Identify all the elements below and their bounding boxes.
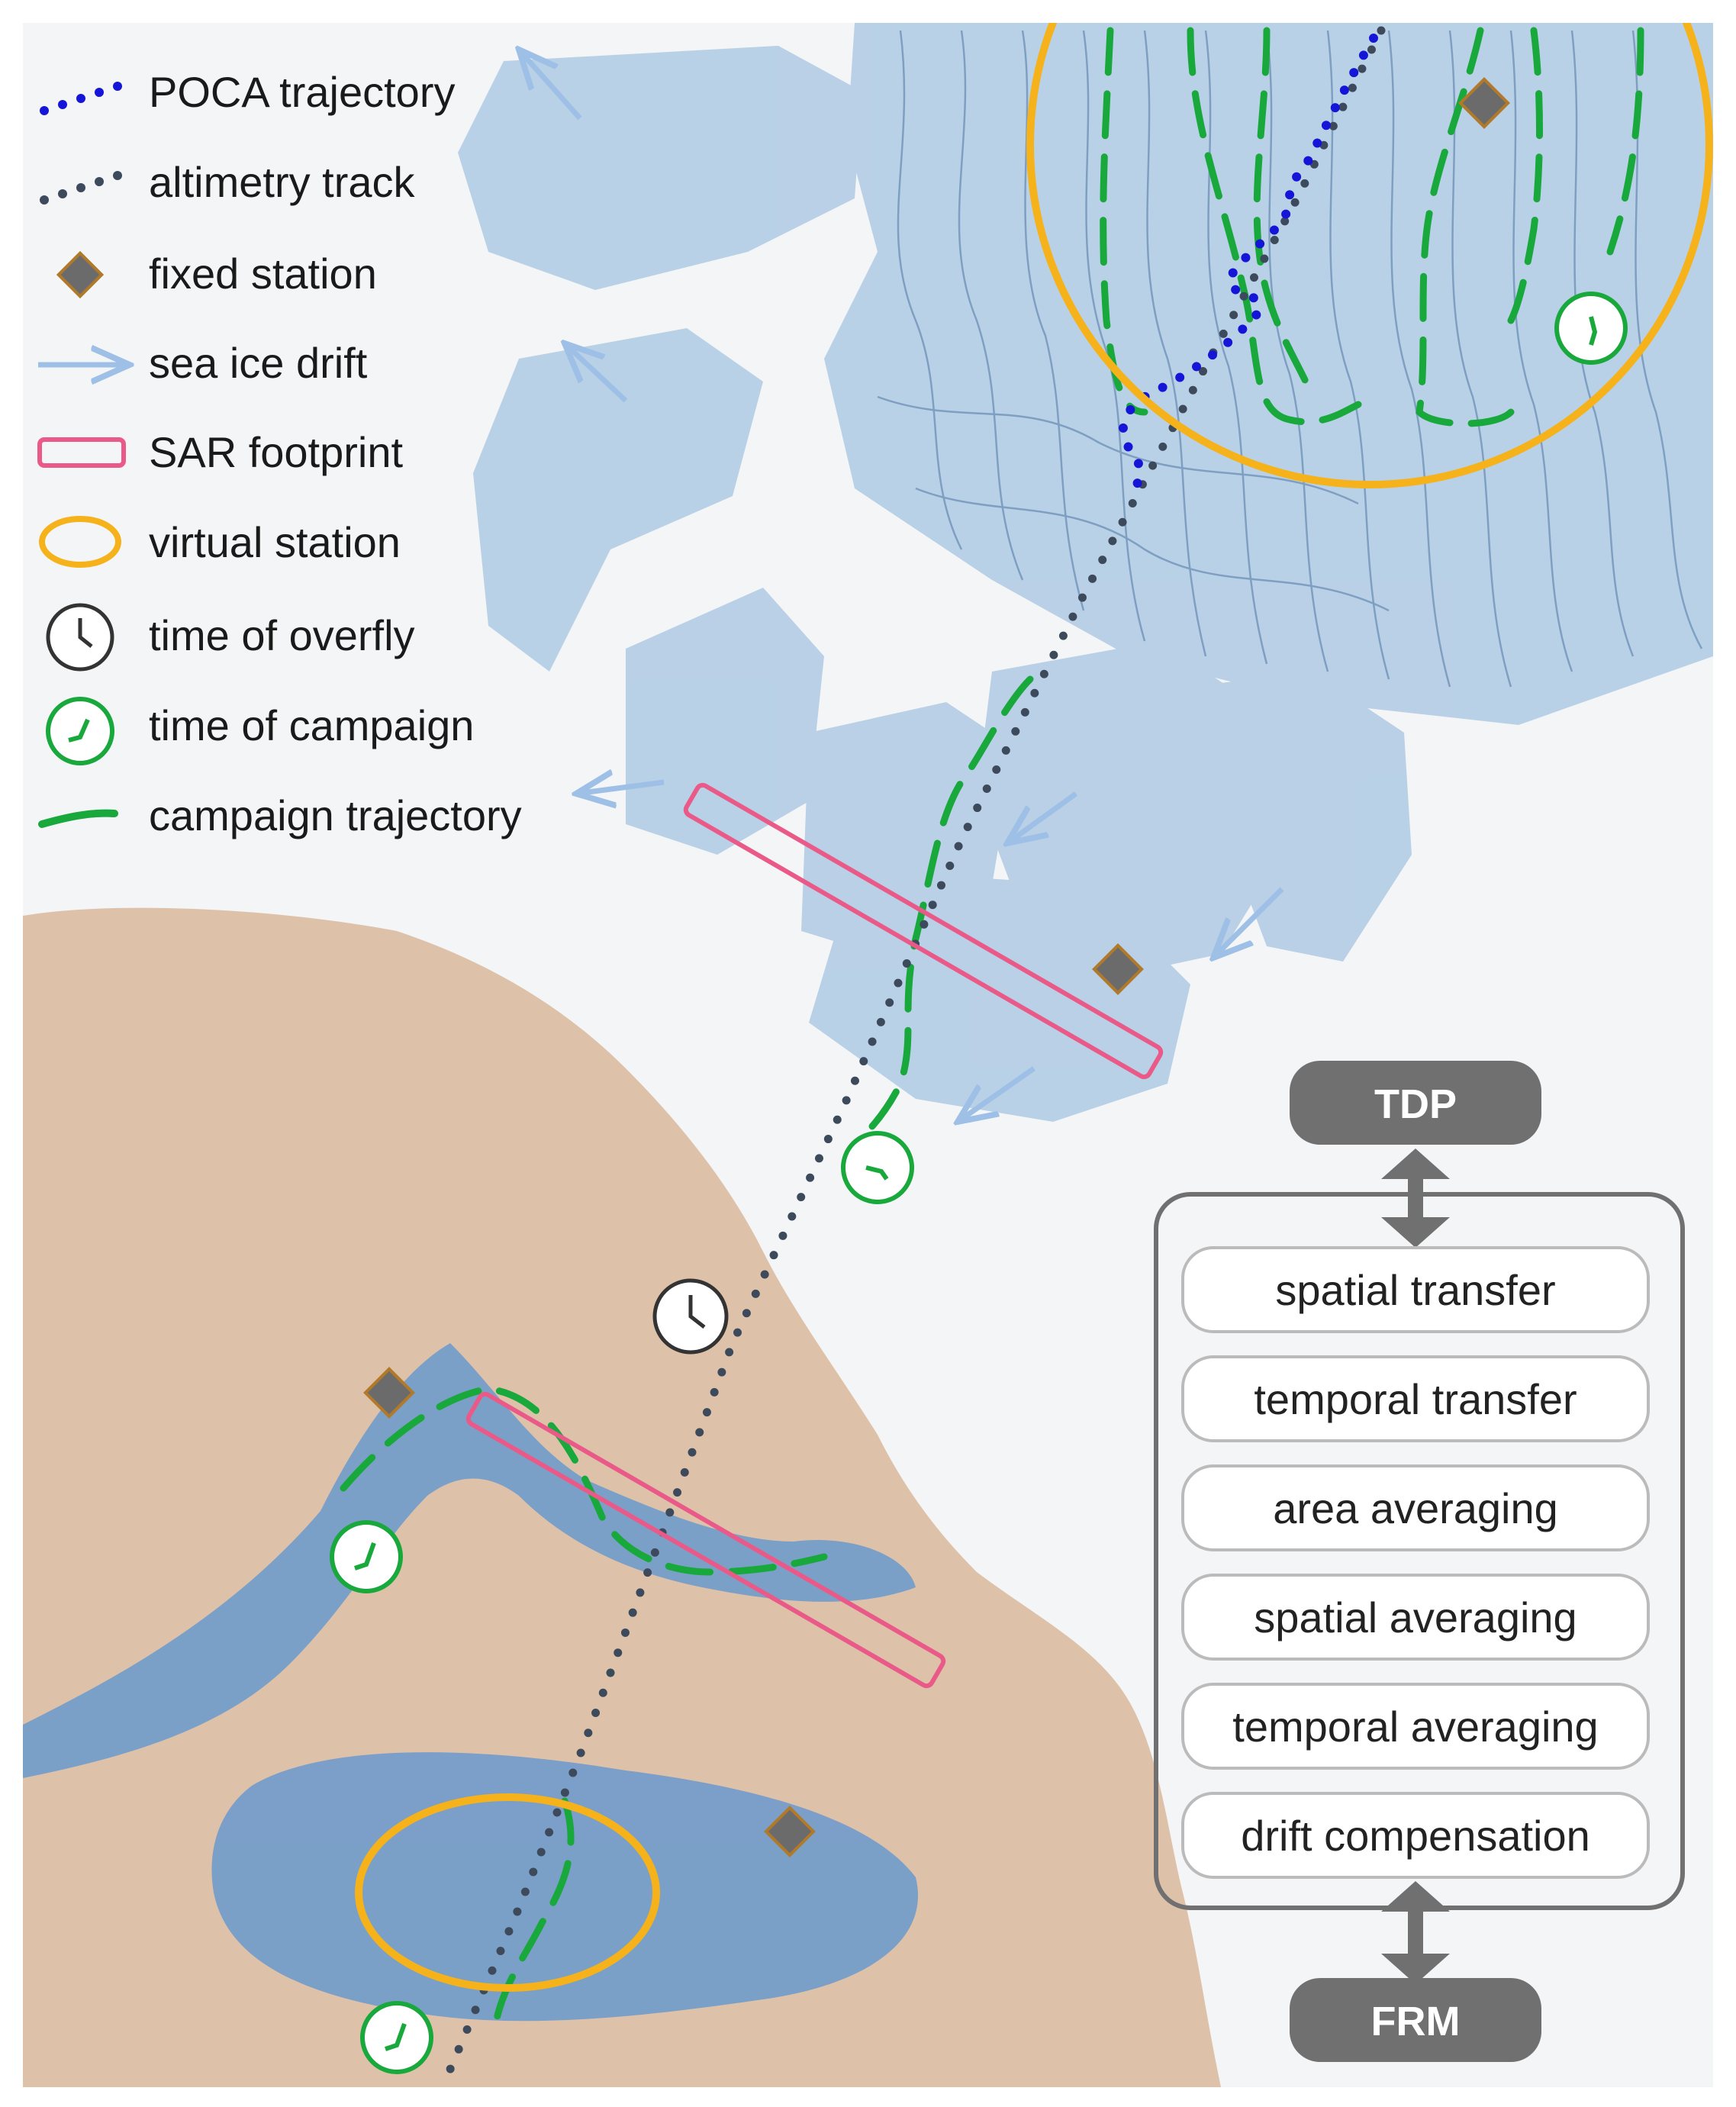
altimetry-track-icon bbox=[40, 171, 122, 205]
step-label: spatial transfer bbox=[1275, 1266, 1555, 1314]
campaign-clock-icon bbox=[46, 697, 114, 765]
legend-label: SAR footprint bbox=[149, 428, 403, 476]
legend-item: altimetry track bbox=[40, 158, 415, 206]
virtual-station-bottom bbox=[355, 1793, 660, 1992]
legend-label: altimetry track bbox=[149, 158, 415, 206]
double-arrow-icon bbox=[1381, 1149, 1450, 1248]
legend-label: sea ice drift bbox=[149, 339, 368, 387]
workflow-step: drift compensation bbox=[1181, 1792, 1650, 1879]
legend-label: virtual station bbox=[149, 518, 401, 566]
virtual-station-icon bbox=[39, 516, 121, 568]
legend-item: sea ice drift bbox=[38, 339, 368, 387]
legend-item: SAR footprint bbox=[37, 428, 403, 476]
step-label: spatial averaging bbox=[1254, 1593, 1577, 1641]
legend-item: virtual station bbox=[39, 516, 401, 568]
legend-item: fixed station bbox=[56, 250, 377, 299]
legend-item: POCA trajectory bbox=[40, 68, 455, 116]
workflow-step: spatial averaging bbox=[1181, 1574, 1650, 1661]
step-label: temporal averaging bbox=[1232, 1703, 1598, 1751]
campaign-clocks bbox=[330, 292, 1628, 2074]
poca-trajectory-icon bbox=[40, 82, 122, 115]
poca-trajectory bbox=[1119, 34, 1378, 495]
sea-ice-contours bbox=[877, 30, 1703, 688]
fixed-station-icon bbox=[56, 250, 105, 299]
workflow-step: temporal transfer bbox=[1181, 1355, 1650, 1442]
legend-label: POCA trajectory bbox=[149, 68, 455, 116]
step-label: area averaging bbox=[1273, 1484, 1558, 1532]
sar-footprints bbox=[465, 782, 1164, 1689]
legend-label: campaign trajectory bbox=[149, 791, 522, 839]
step-label: drift compensation bbox=[1241, 1812, 1590, 1860]
clock-icon bbox=[46, 603, 114, 672]
double-arrow-icon bbox=[1381, 1881, 1450, 1984]
sea-ice-drift-arrows bbox=[519, 50, 1284, 1122]
fixed-stations bbox=[363, 77, 1510, 1857]
step-label: temporal transfer bbox=[1254, 1375, 1577, 1423]
legend-item: time of overfly bbox=[46, 603, 415, 672]
legend-label: fixed station bbox=[149, 250, 377, 298]
legend-item: time of campaign bbox=[46, 697, 474, 765]
frm-box bbox=[1290, 1978, 1541, 2062]
tdp-box bbox=[1290, 1061, 1541, 1145]
overfly-clock bbox=[652, 1278, 729, 1355]
workflow-step: spatial transfer bbox=[1181, 1246, 1650, 1333]
altimetry-track bbox=[438, 26, 1386, 2087]
virtual-station-top bbox=[1026, 23, 1713, 488]
sar-footprint-icon bbox=[37, 437, 126, 468]
legend-label: time of overfly bbox=[149, 611, 415, 659]
workflow-panel: TDP spatial transfer temporal transfer a… bbox=[1154, 1061, 1685, 2062]
legend: POCA trajectory altimetry track fixed st… bbox=[37, 68, 522, 839]
campaign-trajectory-icon bbox=[38, 809, 118, 828]
tdp-label: TDP bbox=[1374, 1081, 1457, 1127]
workflow-step: area averaging bbox=[1181, 1464, 1650, 1551]
legend-label: time of campaign bbox=[149, 701, 474, 749]
legend-item: campaign trajectory bbox=[38, 791, 522, 839]
workflow-step: temporal averaging bbox=[1181, 1683, 1650, 1770]
frm-label: FRM bbox=[1371, 1999, 1461, 2044]
